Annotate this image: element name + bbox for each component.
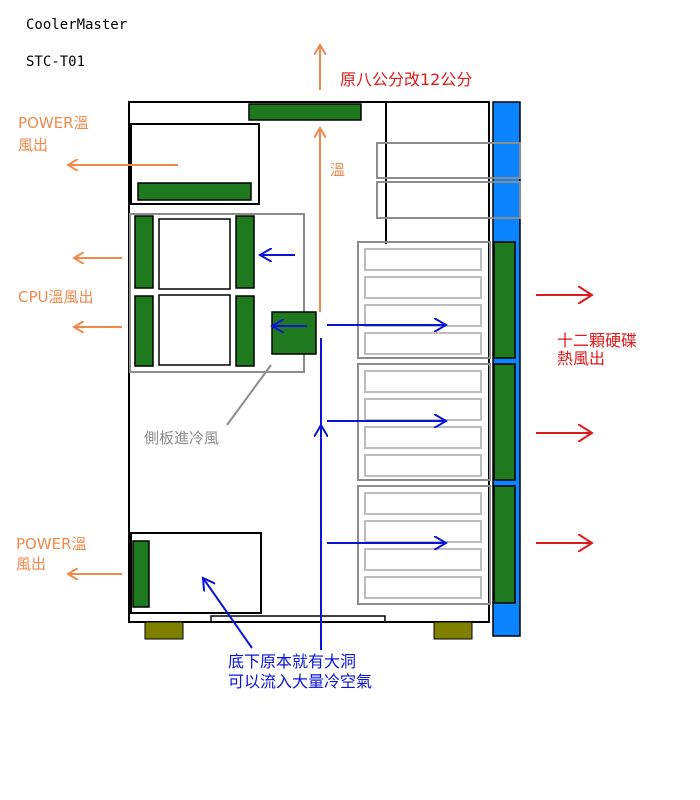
hdd-exhaust-label-line2: 熱風出 — [557, 349, 605, 368]
memory-bank-1 — [134, 215, 154, 289]
top-fan — [248, 103, 362, 121]
side-intake-label: 側板進冷風 — [144, 429, 219, 447]
hdd-slot — [364, 398, 482, 421]
bottom-intake-label-line1: 底下原本就有大洞 — [228, 652, 356, 671]
optical-bay-1 — [376, 142, 521, 179]
power-bottom-label-line2: 風出 — [16, 555, 46, 573]
hdd-fan-3 — [493, 485, 516, 604]
hdd-slot — [364, 426, 482, 449]
hdd-slot — [364, 332, 482, 355]
psu-bottom-fan — [132, 540, 150, 608]
arrow-to-psu-bottom — [203, 578, 253, 649]
hdd-exhaust-label-line1: 十二顆硬碟 — [557, 331, 637, 350]
hdd-slot — [364, 454, 482, 477]
optical-bay-2 — [376, 181, 521, 219]
psu-bottom-box — [130, 532, 262, 614]
cpu-exhaust-label: CPU溫風出 — [18, 288, 94, 306]
hdd-fan-2 — [493, 363, 516, 481]
warm-flow-label: 溫 — [330, 161, 345, 179]
memory-bank-4 — [235, 295, 255, 367]
hdd-cage-frame — [357, 241, 491, 359]
hdd-cage-3 — [357, 485, 491, 605]
hdd-slot — [364, 492, 482, 515]
hdd-slot — [364, 520, 482, 543]
hdd-slot — [364, 276, 482, 299]
hdd-fan-1 — [493, 241, 516, 359]
bottom-intake-label-line2: 可以流入大量冷空氣 — [228, 672, 372, 691]
power-top-label-line2: 風出 — [18, 136, 48, 154]
psu-top — [130, 123, 260, 205]
chipset-fan — [271, 311, 317, 355]
top-fan-label: 原八公分改12公分 — [340, 70, 472, 89]
case-foot-left — [144, 621, 184, 640]
motherboard-outline — [129, 213, 305, 373]
hdd-slot — [364, 370, 482, 393]
cpu-socket-1 — [158, 218, 231, 290]
hdd-slot — [364, 548, 482, 571]
hdd-cage-1 — [357, 241, 491, 359]
model-label: STC-T01 — [26, 54, 85, 70]
psu-top-fan — [137, 182, 252, 201]
hdd-cage-frame — [357, 485, 491, 605]
brand-label: CoolerMaster — [26, 17, 127, 33]
hdd-slot — [364, 576, 482, 599]
power-top-label-line1: POWER溫 — [18, 114, 89, 132]
power-bottom-label-line1: POWER溫 — [16, 535, 87, 553]
hdd-slot — [364, 248, 482, 271]
case-foot-right — [433, 621, 473, 640]
side-intake-leader — [226, 364, 272, 426]
memory-bank-2 — [134, 295, 154, 367]
memory-bank-3 — [235, 215, 255, 289]
cpu-socket-2 — [158, 294, 231, 366]
bottom-vent — [210, 615, 386, 623]
motherboard — [129, 213, 317, 373]
hdd-slot — [364, 304, 482, 327]
psu-bottom — [130, 532, 262, 614]
